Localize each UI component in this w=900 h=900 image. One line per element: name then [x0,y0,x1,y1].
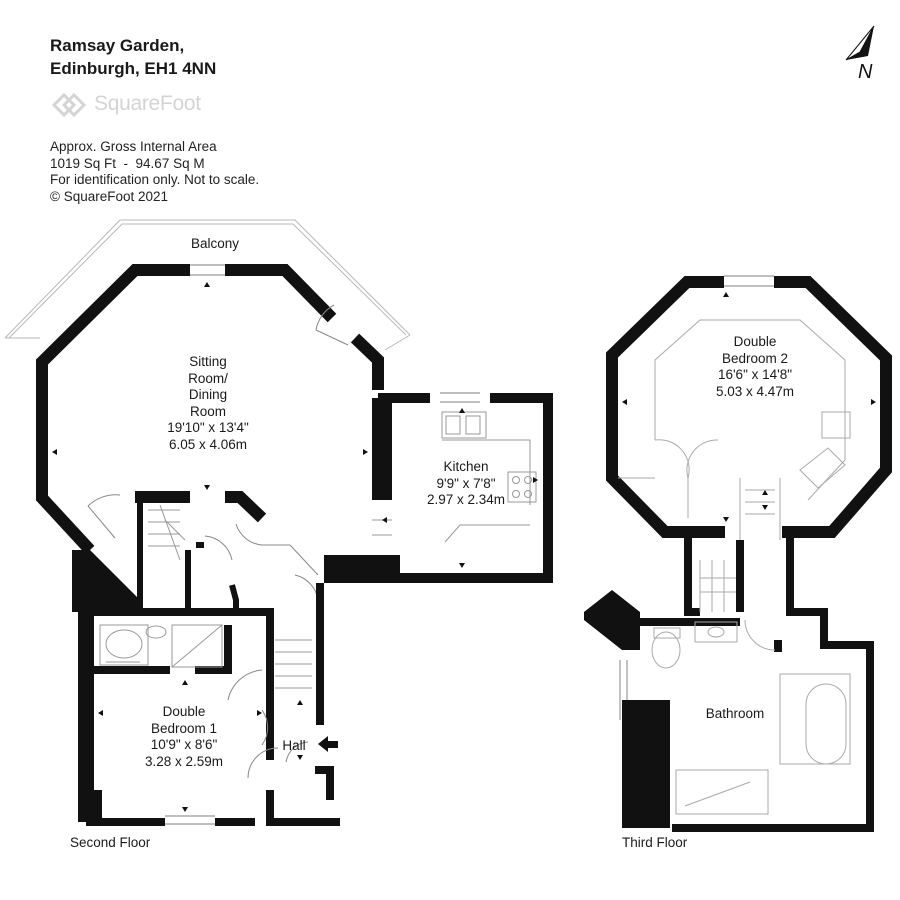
balcony-door [315,304,349,346]
bathroom-fixtures [651,560,851,815]
bedroom2-label: Double Bedroom 2 16'6" x 14'8" 5.03 x 4.… [690,334,820,400]
bedroom1-line2: Bedroom 1 [150,720,218,736]
dimension-markers [52,282,876,812]
north-arrow-icon: N [845,25,875,83]
compass: N [840,22,890,83]
sitting-room-label: Sitting Room/ Dining Room 19'10" x 13'4"… [138,354,278,453]
kitchen-name: Kitchen [443,459,489,474]
area-info: Approx. Gross Internal Area 1019 Sq Ft -… [50,139,259,205]
logo-text: SquareFoot [94,92,201,115]
disclaimer: For identification only. Not to scale. [50,172,260,187]
area-value: 1019 Sq Ft - 94.67 Sq M [50,155,205,171]
entry-arrow-icon [318,736,338,752]
bedroom1-imperial: 10'9" x 8'6" [150,737,218,752]
sitting-room-line3: Dining [188,387,228,402]
sitting-room-line1: Sitting [189,354,227,369]
balcony-outline [4,219,411,351]
north-label: N [858,61,873,82]
squarefoot-logo: SquareFoot [50,88,220,122]
kitchen-imperial: 9'9" x 7'8" [436,475,496,491]
third-floor-label: Third Floor [622,835,688,850]
bedroom1-line1: Double [162,704,206,719]
sitting-room-line2: Room/ [188,370,228,386]
corner-wedge [72,550,140,612]
address-line-2: Edinburgh, EH1 4NN [50,59,217,78]
bedroom1-label: Double Bedroom 1 10'9" x 8'6" 3.28 x 2.5… [124,704,244,770]
address-block: Ramsay Garden, Edinburgh, EH1 4NN [50,34,216,80]
sitting-room-line4: Room [189,403,226,419]
address-line-1: Ramsay Garden, [50,36,185,55]
hall-label: Hall [282,738,306,753]
area-title: Approx. Gross Internal Area [50,139,217,154]
kitchen-fixtures [372,411,537,543]
bedroom2-imperial: 16'6" x 14'8" [717,367,793,382]
sitting-room-imperial: 19'10" x 13'4" [167,420,249,435]
bedroom2-walls [606,276,892,538]
ensuite-fixtures [99,624,223,668]
bedroom2-line2: Bedroom 2 [721,350,789,366]
sitting-room-metric: 6.05 x 4.06m [168,436,248,452]
sitting-room-walls [36,264,384,555]
window-marks [165,264,774,825]
bathroom-label: Bathroom [705,706,765,721]
third-floor-wedge [584,590,640,650]
bedroom2-fixtures [618,319,851,540]
logo-mark-icon [51,92,87,118]
bedroom2-metric: 5.03 x 4.47m [715,383,795,399]
balcony-label: Balcony [190,236,240,251]
third-floor-lower-walls [640,532,874,832]
copyright: © SquareFoot 2021 [50,188,169,204]
bedroom2-line1: Double [733,334,777,349]
kitchen-metric: 2.97 x 2.34m [426,492,506,507]
bedroom1-metric: 3.28 x 2.59m [144,753,224,769]
kitchen-label: Kitchen 9'9" x 7'8" 2.97 x 2.34m [406,459,526,509]
second-floor-label: Second Floor [70,835,151,850]
stair-walls [137,495,239,610]
stair-treads [148,504,312,689]
